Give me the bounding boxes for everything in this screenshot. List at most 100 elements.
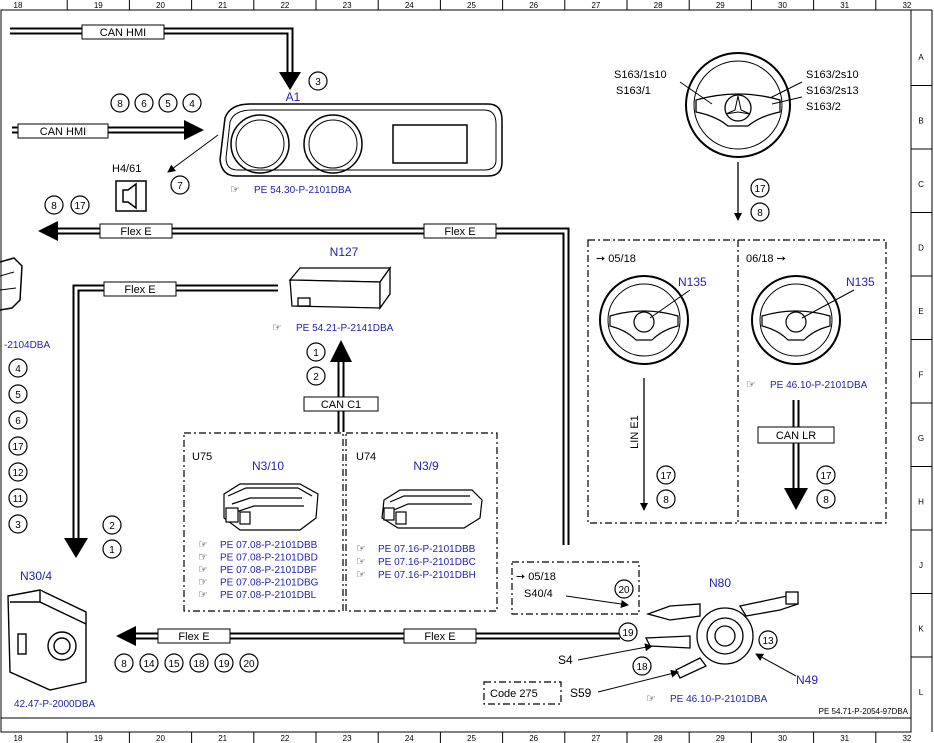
s40-4-label: S40/4	[524, 588, 553, 600]
ecu-ref-link[interactable]: ☞ PE 07.16-P-2101DBH	[356, 569, 476, 581]
badge-number: 15	[168, 659, 180, 670]
badge-number: 17	[754, 184, 766, 195]
s40-4-box	[511, 561, 640, 615]
signal-badge: 20	[614, 579, 634, 599]
n135-b-ref-link[interactable]: ☞ PE 46.10-P-2101DBA	[746, 379, 868, 391]
signal-badge: 3	[308, 71, 328, 91]
grid-column-label: 27	[591, 1, 600, 10]
ecu-ref[interactable]: PE 07.08-P-2101DBD	[220, 553, 318, 564]
ecu-ref-link[interactable]: ☞PE 07.08-P-2101DBB	[198, 539, 318, 551]
n127-ref-link[interactable]: ☞ PE 54.21-P-2141DBA	[272, 322, 394, 334]
badge-number: 4	[15, 364, 21, 375]
n49-arrow	[755, 653, 797, 677]
instrument-cluster-a1	[219, 103, 503, 177]
hand-pointer-icon: ☞	[198, 589, 208, 601]
grid-column-label: 18	[14, 734, 23, 743]
badge-circle	[618, 622, 638, 642]
badge-number: 20	[618, 585, 630, 596]
signal-badge: 8	[110, 93, 130, 113]
signal-badge: 17	[750, 178, 770, 198]
ecu-ref[interactable]: PE 07.16-P-2101DBB	[378, 544, 476, 555]
signal-badge: 2	[306, 366, 326, 386]
badge-circle	[164, 653, 184, 673]
grid-column-label: 26	[529, 1, 538, 10]
hand-pointer-icon: ☞	[356, 569, 366, 581]
ecu-ref-link[interactable]: ☞ PE 07.08-P-2101DBL	[198, 589, 317, 601]
n3-10-label[interactable]: N3/10	[252, 459, 284, 473]
u74-label: U74	[356, 451, 376, 463]
ecu-ref-link[interactable]: ☞PE 07.08-P-2101DBG	[198, 577, 319, 589]
badge-number: 7	[177, 181, 183, 192]
n135-b-ref[interactable]: PE 46.10-P-2101DBA	[770, 380, 868, 391]
hand-pointer-icon: ☞	[356, 543, 366, 555]
n3-9-ecu	[381, 489, 483, 529]
badge-number: 17	[74, 201, 86, 212]
n30-4-label[interactable]: N30/4	[20, 569, 52, 583]
n80-steering-column-module	[644, 591, 799, 679]
grid-row-label: G	[918, 434, 924, 443]
badge-number: 2	[109, 521, 115, 532]
badge-circle	[239, 653, 259, 673]
code-275-label: Code 275	[490, 688, 538, 700]
n3-9-label[interactable]: N3/9	[413, 459, 439, 473]
bus-label-can-c1: CAN C1	[321, 399, 361, 411]
grid-row-label: E	[918, 307, 923, 316]
badge-circle	[110, 93, 130, 113]
n127-ref[interactable]: PE 54.21-P-2141DBA	[296, 323, 394, 334]
badge-number: 17	[12, 442, 24, 453]
n49-label[interactable]: N49	[796, 673, 818, 687]
a1-ref[interactable]: PE 54.30-P-2101DBA	[254, 185, 352, 196]
n135-a-label[interactable]: N135	[678, 275, 707, 289]
signal-badge: 20	[239, 653, 259, 673]
ecu-ref[interactable]: PE 07.16-P-2101DBC	[378, 557, 476, 568]
n135-b-label[interactable]: N135	[846, 275, 875, 289]
grid-column-label: 24	[405, 734, 414, 743]
grid-column-label: 21	[218, 1, 227, 10]
ecu-ref[interactable]: PE 07.08-P-2101DBG	[220, 578, 319, 589]
signal-badge: 3	[8, 514, 28, 534]
u75-label: U75	[192, 451, 212, 463]
signal-badge: 18	[189, 653, 209, 673]
badge-number: 6	[15, 416, 21, 427]
n135-group-box	[587, 239, 887, 524]
grid-column-label: 23	[343, 734, 352, 743]
grid-column-label: 25	[467, 1, 476, 10]
bus-label-flex-e-bottom-left: Flex E	[178, 631, 209, 643]
badge-number: 8	[121, 659, 127, 670]
ecu-ref-link[interactable]: ☞ PE 07.16-P-2101DBB	[356, 543, 476, 555]
n80-ref-link[interactable]: ☞ PE 46.10-P-2101DBA	[646, 693, 768, 705]
ecu-ref[interactable]: PE 07.08-P-2101DBL	[220, 590, 317, 601]
signal-badge: 8	[114, 653, 134, 673]
a1-label[interactable]: A1	[286, 90, 301, 104]
ecu-group-boxes	[183, 432, 498, 612]
ecu-ref[interactable]: PE 07.08-P-2101DBF	[220, 565, 317, 576]
left-partial-ref[interactable]: -2104DBA	[4, 340, 50, 351]
grid-column-label: 22	[280, 1, 289, 10]
n80-label[interactable]: N80	[709, 576, 731, 590]
grid-column-label: 26	[529, 734, 538, 743]
badge-circle	[656, 465, 676, 485]
grid-column-label: 29	[716, 1, 725, 10]
ecu-ref-link[interactable]: ☞PE 07.16-P-2101DBC	[356, 556, 476, 568]
ecu-ref-link[interactable]: ☞PE 07.08-P-2101DBD	[198, 552, 318, 564]
badge-circle	[8, 488, 28, 508]
bus-label-flex-e-top-left: Flex E	[120, 226, 151, 238]
a1-to-h4-61-line	[167, 134, 219, 173]
a1-ref-link[interactable]: ☞ PE 54.30-P-2101DBA	[230, 184, 352, 196]
badge-circle	[102, 515, 122, 535]
n127-label[interactable]: N127	[330, 245, 359, 259]
ecu-ref-link[interactable]: ☞PE 07.08-P-2101DBF	[198, 564, 317, 576]
n30-4-ref[interactable]: 42.47-P-2000DBA	[14, 699, 95, 710]
signal-badge: 1	[306, 342, 326, 362]
hand-pointer-icon: ☞	[230, 184, 240, 196]
ecu-ref[interactable]: PE 07.16-P-2101DBH	[378, 570, 476, 581]
grid-column-label: 30	[778, 1, 787, 10]
s4-label: S4	[558, 653, 573, 667]
s40-4-period: ➙ 05/18	[516, 571, 556, 583]
badge-number: 17	[820, 471, 832, 482]
n80-ref[interactable]: PE 46.10-P-2101DBA	[670, 694, 768, 705]
ecu-ref[interactable]: PE 07.08-P-2101DBB	[220, 540, 318, 551]
badge-number: 8	[51, 201, 57, 212]
